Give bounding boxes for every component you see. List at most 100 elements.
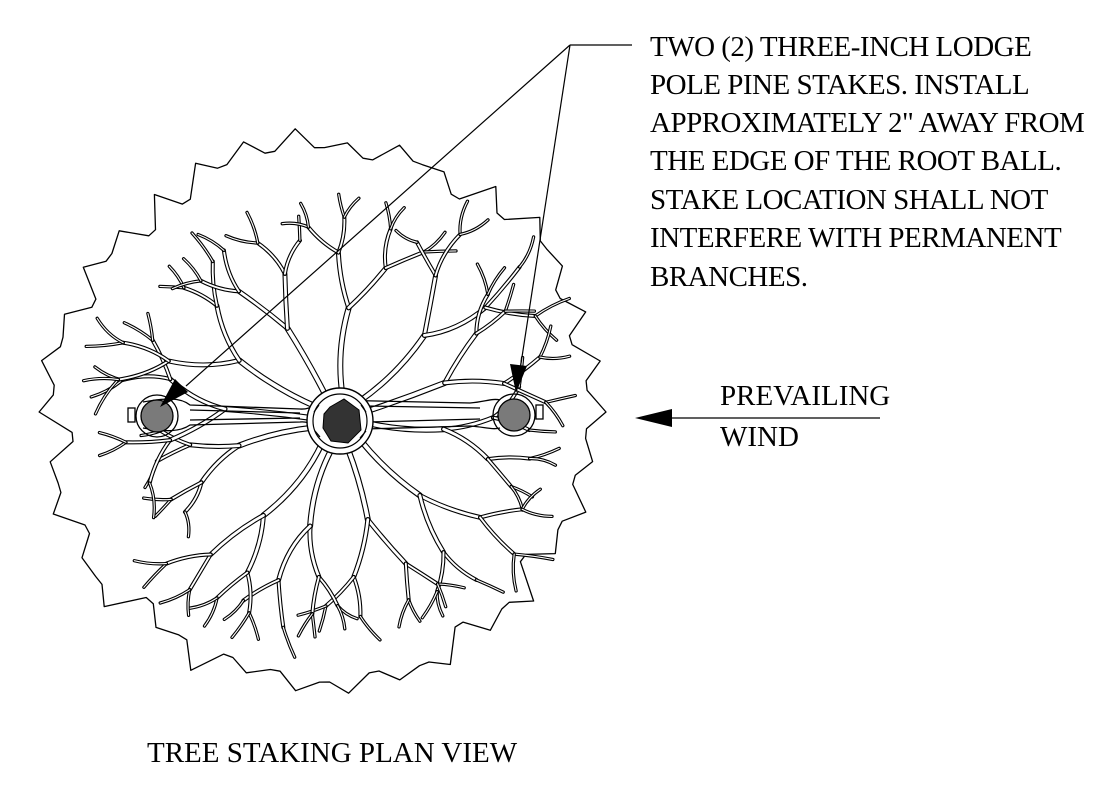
branch-fill	[277, 579, 285, 629]
branch-fill	[443, 332, 478, 385]
branch-fill	[434, 233, 462, 277]
branch-fill	[359, 615, 381, 641]
branch-outline	[245, 210, 260, 245]
branch-fill	[459, 219, 489, 235]
tree-trunk	[306, 387, 374, 455]
branch-fill	[503, 382, 547, 404]
branch-fill	[216, 571, 249, 599]
branch-fill	[184, 481, 203, 513]
branch-fill	[384, 227, 392, 269]
branch-outline	[97, 440, 128, 458]
branch-fill	[246, 571, 252, 614]
branch-fill	[171, 280, 202, 290]
branch-fill	[154, 498, 172, 517]
branch-fill	[423, 274, 437, 337]
branch-fill	[122, 341, 170, 362]
branch-fill	[184, 511, 190, 538]
branch-fill	[484, 306, 537, 317]
branch-fill	[197, 233, 225, 251]
branch-fill	[245, 514, 265, 574]
branch-fill	[347, 266, 388, 310]
branch-fill	[366, 421, 446, 432]
branch-fill	[165, 553, 212, 565]
branch-fill	[364, 381, 447, 414]
branch-fill	[283, 272, 289, 330]
branch-fill	[143, 563, 167, 588]
drawing-title: TREE STAKING PLAN VIEW	[147, 737, 518, 769]
branch-fill	[188, 443, 241, 448]
branch-outline	[422, 230, 447, 254]
branch-fill	[352, 576, 362, 618]
right-stake	[492, 393, 536, 437]
branch-fill	[98, 432, 127, 443]
branch-fill	[479, 508, 524, 519]
branch-outline	[533, 314, 559, 342]
note-line-2: POLE PINE STAKES. INSTALL	[650, 69, 1029, 101]
branch-outline	[214, 303, 242, 363]
branch-fill	[421, 591, 438, 619]
branch-fill	[307, 226, 340, 254]
branch-fill	[148, 439, 171, 485]
branch-fill	[222, 249, 240, 293]
branch-fill	[159, 285, 185, 289]
branch-fill	[384, 251, 425, 269]
branch-fill	[297, 613, 313, 637]
planting-pit-outline	[38, 128, 607, 694]
note-line-5: STAKE LOCATION SHALL NOT	[650, 184, 1049, 216]
branch-fill	[475, 579, 504, 593]
note-line-4: THE EDGE OF THE ROOT BALL.	[650, 145, 1061, 177]
branch-fill	[484, 266, 521, 309]
branch-fill	[124, 439, 171, 444]
branch-fill	[338, 305, 351, 395]
branch-outline	[394, 228, 419, 244]
branch-fill	[513, 553, 554, 561]
branch-outline	[441, 426, 491, 462]
branch-fill	[203, 597, 218, 627]
branch-fill	[143, 497, 172, 501]
branch-outline	[121, 340, 171, 364]
branch-fill	[167, 359, 241, 367]
branch-fill	[246, 211, 259, 244]
branch-fill	[256, 242, 286, 275]
wind-label: PREVAILING WIND	[720, 380, 890, 453]
branch-fill	[521, 488, 541, 510]
branch-outline	[224, 234, 260, 245]
branch-outline	[389, 206, 406, 231]
branch-outline	[397, 598, 411, 629]
branch-outline	[158, 588, 192, 605]
branch-fill	[298, 215, 301, 242]
branch-fill	[282, 626, 296, 658]
branch-fill	[237, 358, 318, 409]
branch-fill	[539, 355, 571, 360]
wind-arrow	[635, 409, 880, 427]
branch-fill	[94, 379, 119, 415]
branch-fill	[404, 562, 439, 585]
left-stake-arrowhead	[160, 379, 188, 407]
branch-fill	[188, 597, 218, 609]
branch-fill	[85, 342, 124, 347]
branch-fill	[442, 427, 490, 461]
branch-fill	[188, 553, 212, 591]
branch-fill	[475, 310, 507, 335]
branch-fill	[215, 304, 241, 362]
branch-fill	[475, 293, 489, 335]
branch-fill	[487, 267, 506, 295]
branch-fill	[133, 560, 167, 565]
branch-fill	[337, 251, 351, 310]
branch-fill	[512, 553, 517, 592]
branch-fill	[318, 605, 327, 632]
branch-fill	[534, 315, 558, 341]
branch-fill	[418, 494, 482, 519]
right-stake-arrowhead	[510, 364, 527, 393]
branch-fill	[443, 379, 506, 385]
branch-fill	[317, 576, 339, 607]
branch-fill	[231, 612, 250, 638]
branch-fill	[285, 326, 329, 399]
branch-outline	[122, 321, 155, 342]
branch-fill	[147, 312, 154, 341]
branch-fill	[486, 456, 531, 461]
branch-outline	[458, 218, 490, 237]
branch-fill	[149, 482, 155, 519]
branch-fill	[519, 236, 535, 268]
branch-fill	[504, 283, 515, 312]
